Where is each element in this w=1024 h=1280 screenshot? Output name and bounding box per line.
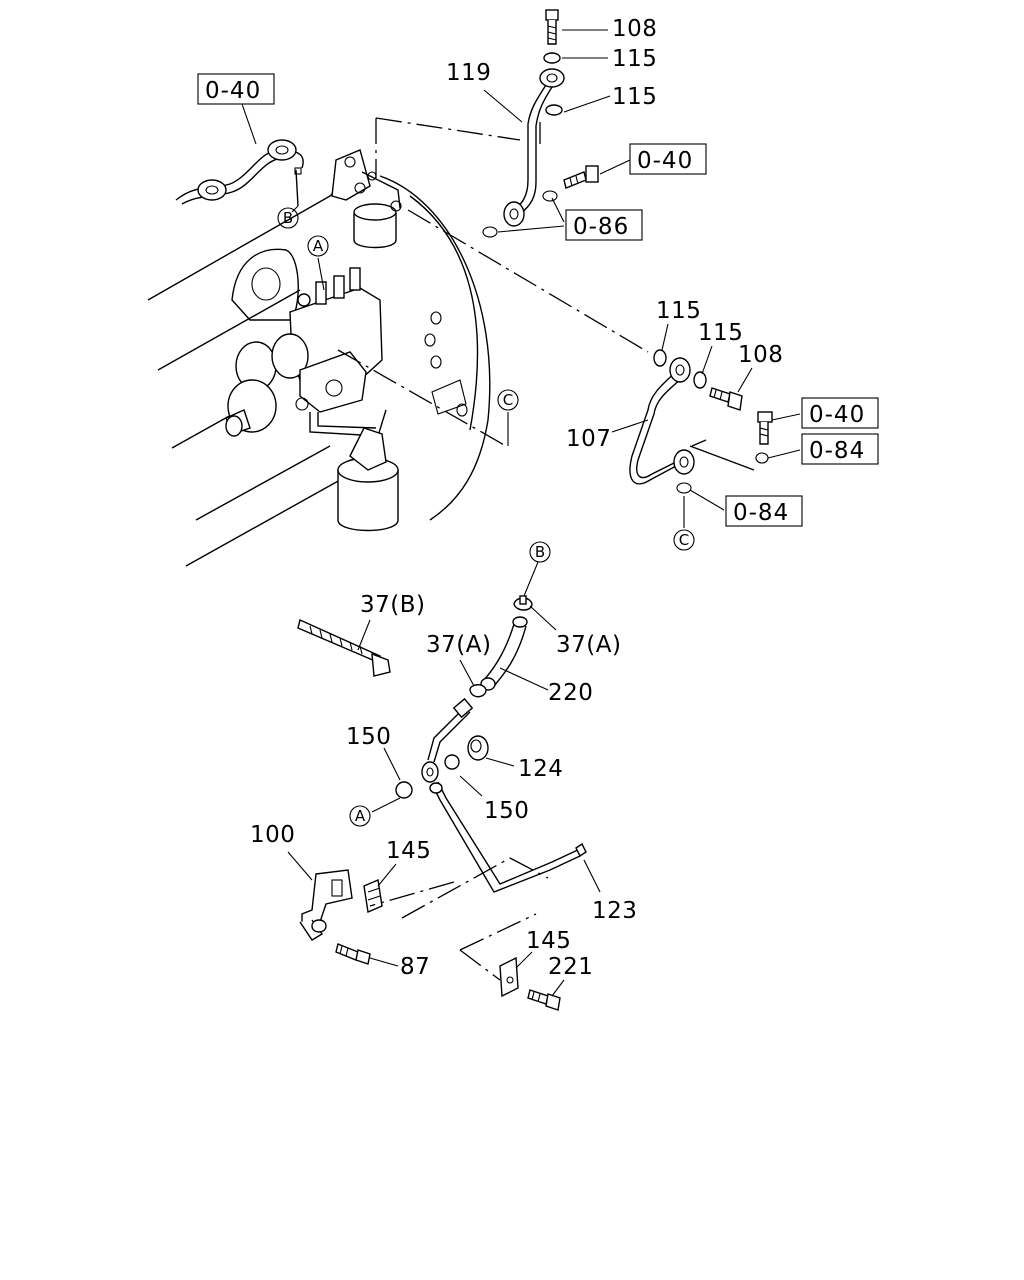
ref-box-0-40-top-left: 0-40 (197, 73, 275, 105)
callout-115-second: 115 (612, 84, 657, 110)
ref-box-0-84-lower: 0-84 (725, 495, 803, 527)
callout-37b: 37(B) (360, 592, 426, 618)
marker-letter: B (535, 543, 545, 561)
engine-assembly-drawing (147, 139, 491, 567)
callout-108-top: 108 (612, 16, 657, 42)
callout-87: 87 (400, 954, 430, 980)
ref-box-0-40-top-right: 0-40 (629, 143, 707, 175)
ref-box-0-40-right: 0-40 (801, 397, 879, 429)
marker-c-upper: C (497, 389, 519, 411)
ref-box-label: 0-84 (733, 500, 789, 526)
marker-b-lower: B (529, 541, 551, 563)
callout-108-right: 108 (738, 342, 783, 368)
marker-b-upper: B (277, 207, 299, 229)
ref-box-0-86: 0-86 (565, 209, 643, 241)
callout-107: 107 (566, 426, 611, 452)
marker-letter: C (503, 391, 513, 409)
callout-37a-right: 37(A) (556, 632, 621, 658)
pipe-107 (629, 349, 773, 494)
leader-lines (241, 29, 801, 997)
callout-145-upper: 145 (386, 838, 431, 864)
callout-123: 123 (592, 898, 637, 924)
callout-145-lower: 145 (526, 928, 571, 954)
callout-115-right-b: 115 (698, 320, 743, 346)
ref-box-label: 0-86 (573, 214, 629, 240)
callout-115-right-a: 115 (656, 298, 701, 324)
callout-124: 124 (518, 756, 563, 782)
ref-box-label: 0-84 (809, 438, 865, 464)
marker-letter: A (313, 237, 324, 255)
callout-150-right: 150 (484, 798, 529, 824)
marker-letter: A (355, 807, 366, 825)
pipe-119 (482, 9, 599, 238)
callout-100: 100 (250, 822, 295, 848)
marker-c-lower: C (673, 529, 695, 551)
ref-box-label: 0-40 (205, 78, 261, 104)
ref-box-label: 0-40 (809, 402, 865, 428)
marker-a-upper: A (307, 235, 329, 257)
callout-115-top: 115 (612, 46, 657, 72)
callout-37a-left: 37(A) (426, 632, 491, 658)
callout-150-left: 150 (346, 724, 391, 750)
marker-a-lower: A (349, 805, 371, 827)
ref-box-0-84-right: 0-84 (801, 433, 879, 465)
ref-box-label: 0-40 (637, 148, 693, 174)
marker-letter: B (283, 209, 293, 227)
marker-letter: C (679, 531, 689, 549)
callout-119: 119 (446, 60, 491, 86)
callout-220: 220 (548, 680, 593, 706)
callout-221: 221 (548, 954, 593, 980)
lower-assembly-drawing (297, 595, 587, 1011)
